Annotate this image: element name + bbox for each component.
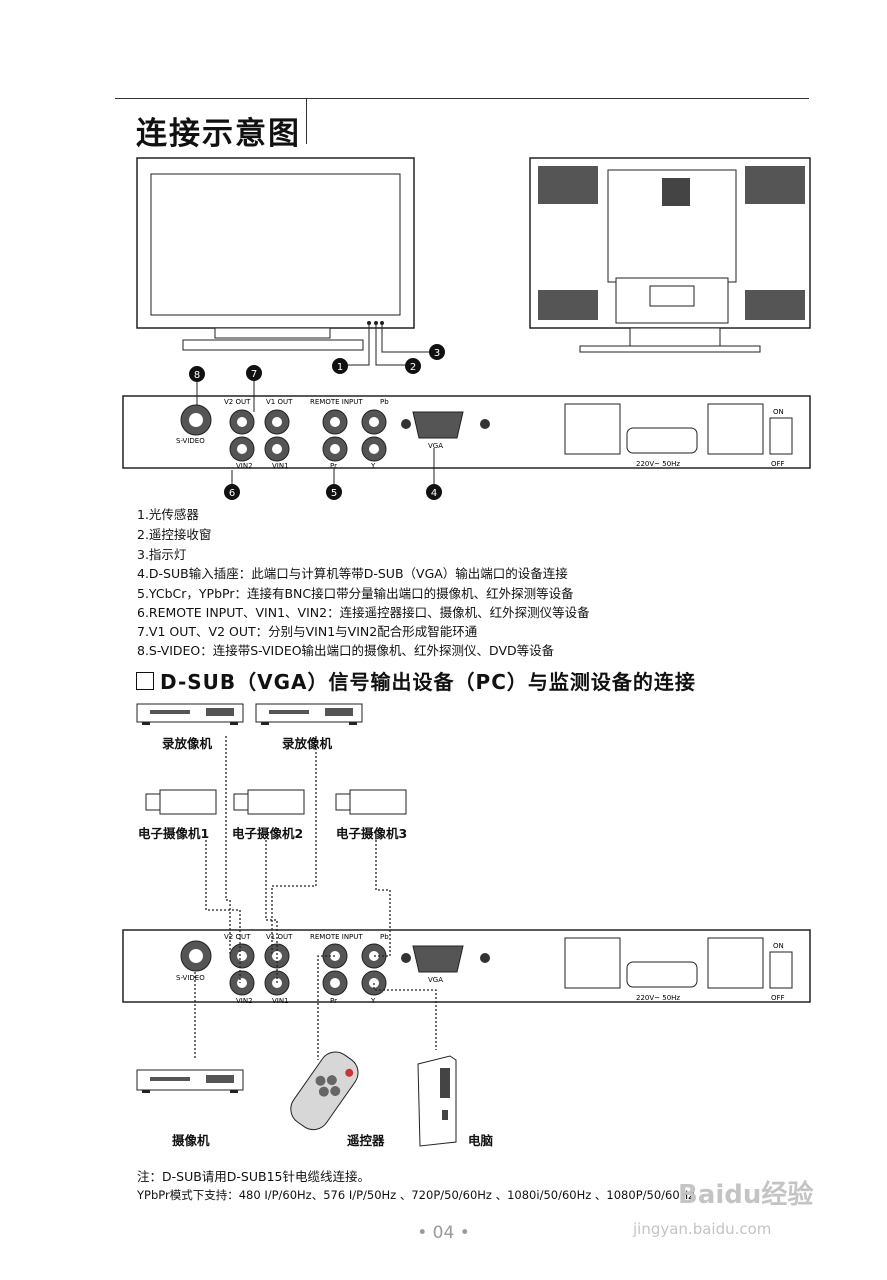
pc-label: 电脑 [468,1133,494,1148]
svg-text:S-VIDEO: S-VIDEO [176,437,205,445]
svg-text:Y: Y [370,997,376,1005]
desc-item-7: 7.V1 OUT、V2 OUT：分别与VIN1与VIN2配合形成智能环通 [137,624,478,639]
rear-connector-panel-2: V2 OUT V1 OUT REMOTE INPUT Pb S-VIDEO VI… [122,929,811,1005]
svg-text:2: 2 [410,362,416,373]
section-heading: D-SUB（VGA）信号输出设备（PC）与监测设备的连接 [136,666,696,695]
header-rule [115,98,809,99]
note-line-1: 注：D-SUB请用D-SUB15针电缆线连接。 [137,1169,370,1184]
svg-text:4: 4 [431,488,437,499]
svg-text:VGA: VGA [428,976,443,984]
svg-text:ON: ON [773,408,784,416]
header-divider [306,98,307,144]
note-line-2: YPbPr模式下支持：480 I/P/60Hz、576 I/P/50Hz 、72… [137,1188,695,1202]
checkbox-square-icon [136,672,154,690]
wiring-diagram: V2 OUT V1 OUT REMOTE INPUT Pb S-VIDEO VI… [122,703,811,1147]
svg-text:REMOTE INPUT: REMOTE INPUT [310,398,363,406]
svg-text:V2 OUT: V2 OUT [224,933,251,941]
svg-text:220V~ 50Hz: 220V~ 50Hz [636,460,680,468]
section-title: D-SUB（VGA）信号输出设备（PC）与监测设备的连接 [160,670,696,694]
desc-item-8: 8.S-VIDEO：连接带S-VIDEO输出端口的摄像机、红外探测仪、DVD等设… [137,643,555,658]
monitor-rear-view [529,157,811,353]
page-number: • 04 • [417,1223,470,1243]
svg-text:5: 5 [331,488,337,499]
desc-item-1: 1.光传感器 [137,507,199,522]
svg-text:VIN1: VIN1 [272,462,289,470]
svg-text:VGA: VGA [428,442,443,450]
svg-text:S-VIDEO: S-VIDEO [176,974,205,982]
remote-control-icon [290,1051,359,1131]
svg-text:V2 OUT: V2 OUT [224,398,251,406]
desc-item-6: 6.REMOTE INPUT、VIN1、VIN2：连接遥控器接口、摄像机、红外探… [137,605,590,620]
light-sensor-icon [367,321,371,325]
camcorder-label: 摄像机 [172,1133,210,1148]
svg-text:OFF: OFF [771,994,785,1002]
ir-receiver-icon [374,321,378,325]
rear-connector-panel: V2 OUT V1 OUT REMOTE INPUT Pb S-VIDEO VI… [122,380,811,485]
pc-tower-icon [417,1055,457,1147]
svg-text:REMOTE INPUT: REMOTE INPUT [310,933,363,941]
vcr2-label: 录放像机 [282,736,333,751]
callout-badges: 1 2 3 4 5 6 7 8 [189,344,445,500]
svg-text:ON: ON [773,942,784,950]
monitor-front-view [136,157,430,366]
svg-text:OFF: OFF [771,460,785,468]
desc-item-5: 5.YCbCr，YPbPr：连接有BNC接口带分量输出端口的摄像机、红外探测等设… [137,586,574,601]
page-title: 连接示意图 [136,116,301,152]
indicator-led-icon [380,321,384,325]
svg-text:Pr: Pr [330,997,337,1005]
svg-text:1: 1 [337,362,343,373]
vcr-icon [255,703,363,725]
svg-text:V1 OUT: V1 OUT [266,398,293,406]
power-switch [769,417,793,455]
camera2-label: 电子摄像机2 [232,826,304,841]
svg-text:7: 7 [251,369,257,380]
watermark-url: jingyan.baidu.com [633,1220,772,1238]
svg-text:Pb: Pb [380,933,389,941]
svg-text:Pr: Pr [330,462,337,470]
desc-item-2: 2.遥控接收窗 [137,527,212,542]
vcr-icon [136,703,244,725]
camcorder-device [136,1069,244,1093]
svg-text:VIN2: VIN2 [236,462,253,470]
svg-text:VIN2: VIN2 [236,997,253,1005]
desc-item-4: 4.D-SUB输入插座：此端口与计算机等带D-SUB（VGA）输出端口的设备连接 [137,566,568,581]
connection-illustration: V2 OUT V1 OUT REMOTE INPUT Pb S-VIDEO VI… [122,157,811,500]
svg-text:6: 6 [229,488,235,499]
watermark-brand: Baidu经验 [678,1180,814,1210]
svg-text:V1 OUT: V1 OUT [266,933,293,941]
svg-text:VIN1: VIN1 [272,997,289,1005]
vga-port [412,411,464,439]
remote-label: 遥控器 [347,1133,385,1148]
camera-icon [233,789,305,815]
svg-text:8: 8 [194,370,200,381]
dotted-cables [194,736,437,1060]
camera1-label: 电子摄像机1 [138,826,210,841]
svg-text:Pb: Pb [380,398,389,406]
vcr1-label: 录放像机 [162,736,213,751]
svg-text:Y: Y [370,462,376,470]
camera-icon [145,789,217,815]
camera-icon [335,789,407,815]
svg-text:220V~ 50Hz: 220V~ 50Hz [636,994,680,1002]
desc-item-3: 3.指示灯 [137,547,187,562]
camera3-label: 电子摄像机3 [336,826,408,841]
svg-text:3: 3 [434,348,440,359]
